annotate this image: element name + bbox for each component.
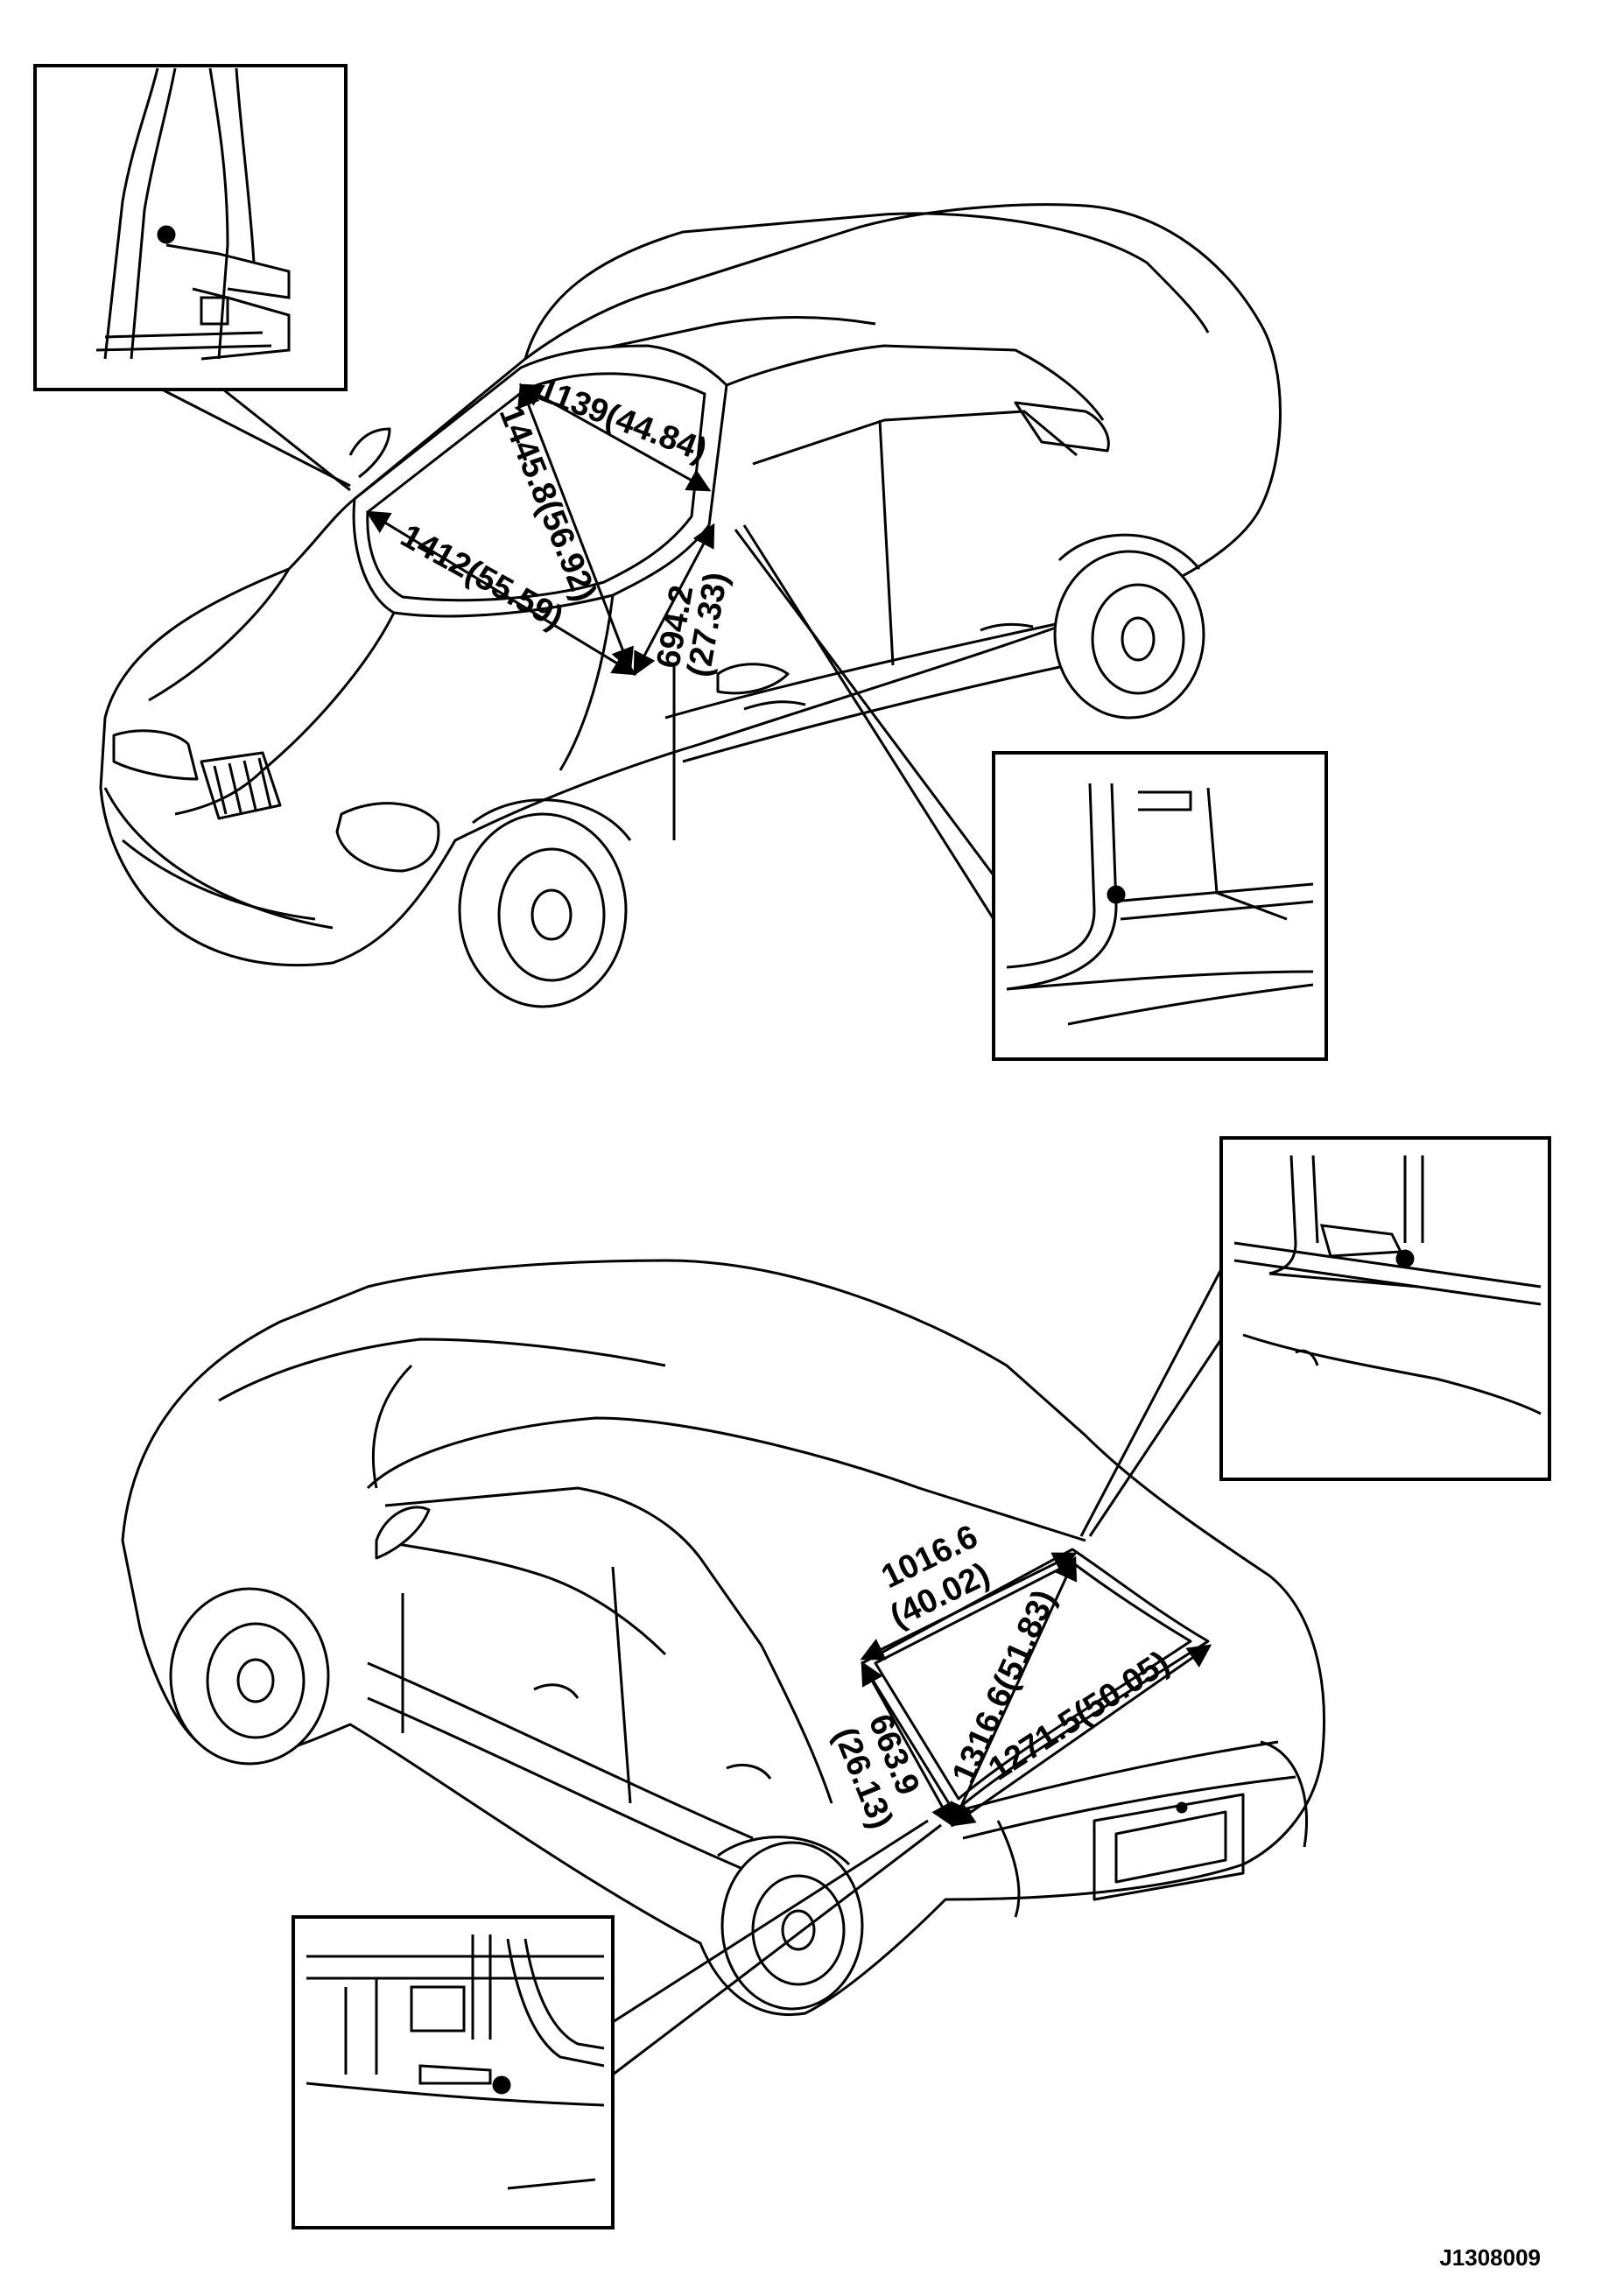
front-dimension-lines [365, 383, 715, 677]
front-inset-left-leader [161, 388, 351, 492]
rear-detail-inset-top [1219, 1136, 1551, 1481]
front-inset-right-leader [734, 524, 995, 920]
rear-detail-inset-bottom [292, 1915, 615, 2229]
rear-car-illustration [121, 1259, 1325, 2016]
front-detail-inset-left [33, 64, 348, 391]
front-detail-inset-right [992, 751, 1328, 1061]
rear-dimension-lines [860, 1552, 1212, 1828]
rear-inset-top-leader [1079, 1268, 1223, 1537]
reference-code: J1308009 [1439, 2244, 1541, 2271]
rear-inset-bottom-leader [612, 1819, 942, 2076]
